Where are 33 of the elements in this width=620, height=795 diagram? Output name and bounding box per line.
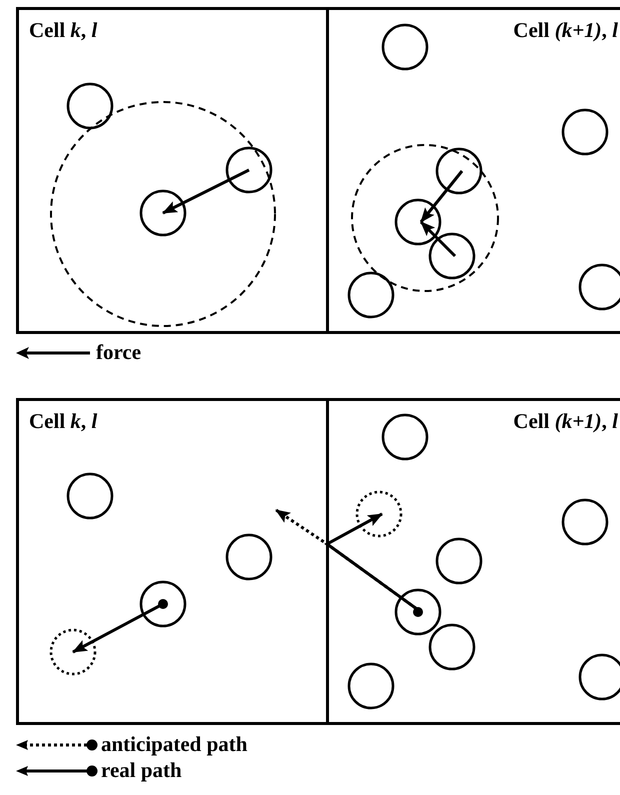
particle-circle (435, 147, 483, 195)
particle-circle (381, 23, 429, 71)
cell-frame (16, 7, 329, 334)
cell-label: Cell k, l (29, 19, 98, 42)
particle-circle (139, 189, 187, 237)
particle-circle (561, 498, 609, 546)
particle-circle (139, 580, 187, 628)
particle-circle (66, 472, 114, 520)
cell-label: Cell (k+1), l (513, 410, 618, 434)
predicted-position-circle (49, 628, 97, 676)
particle-circle (428, 623, 476, 671)
cell-label: Cell k, l (29, 410, 98, 434)
cell-label: Cell (k+1), l (513, 19, 618, 42)
legend-text: anticipated path (101, 733, 248, 756)
particle-circle (428, 232, 476, 280)
particle-circle (225, 533, 273, 581)
particle-circle (435, 537, 483, 585)
particle-circle (381, 413, 429, 461)
particle-circle (394, 588, 442, 636)
cell-frame (326, 398, 620, 725)
particle-circle (347, 271, 395, 319)
arrow (162, 168, 250, 214)
particle-circle (66, 82, 114, 130)
particle-circle (394, 198, 442, 246)
particle-circle (225, 146, 273, 194)
predicted-position-circle (355, 490, 403, 538)
arrow (420, 220, 456, 258)
particle-circle (347, 662, 395, 710)
cell-frame (326, 7, 620, 334)
particle-circle (561, 108, 609, 156)
legend-text: force (96, 341, 142, 364)
cell-frame (16, 398, 329, 725)
legend-text: real path (101, 759, 182, 782)
